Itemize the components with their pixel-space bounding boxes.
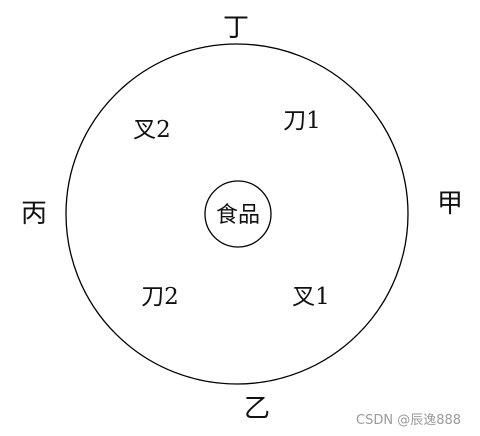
food-label: 食品 [216, 203, 260, 228]
table-circle [65, 43, 409, 385]
utensil-knife-2: 刀2 [141, 284, 179, 310]
seat-label-bottom: 乙 [244, 394, 270, 424]
seat-label-right: 甲 [437, 189, 463, 219]
seat-label-top: 丁 [223, 13, 249, 43]
watermark: CSDN @辰逸888 [356, 413, 461, 428]
food-circle [204, 180, 272, 248]
utensil-fork-1: 叉1 [292, 284, 330, 310]
seat-label-left: 丙 [21, 199, 47, 229]
utensil-knife-1: 刀1 [283, 108, 321, 134]
utensil-fork-2: 叉2 [133, 117, 171, 143]
